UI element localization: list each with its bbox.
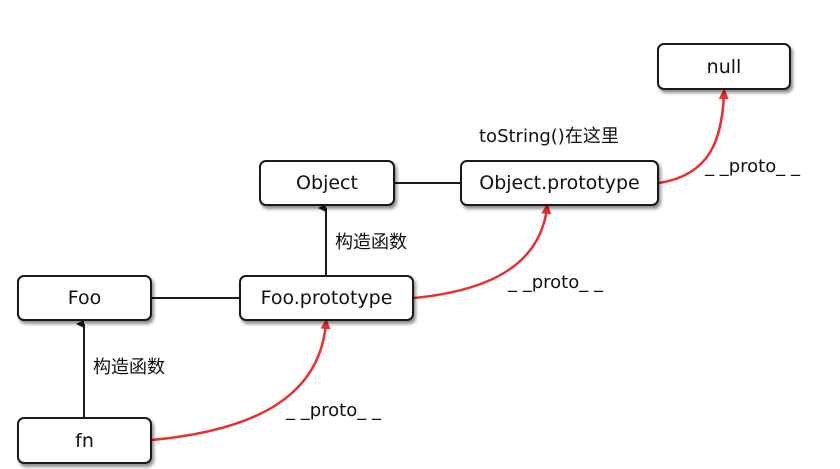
proto-label-fn: _ _proto_ _ [286,400,381,421]
node-object-prototype: Object.prototype [460,160,659,206]
constructor-label-foo-prototype: 构造函数 [335,232,407,253]
proto-arrow-object-prototype-to-null [658,88,729,185]
node-null: null [657,43,791,90]
tostring-note: toString()在这里 [479,126,619,147]
node-fn: fn [17,417,152,464]
node-foo-prototype: Foo.prototype [239,275,414,321]
constructor-label-fn: 构造函数 [93,357,165,378]
proto-label-foo-prototype: _ _proto_ _ [508,272,603,293]
proto-arrow-foo-prototype-to-object-prototype [413,203,552,300]
node-object: Object [259,160,395,206]
proto-label-object-prototype: _ _proto_ _ [705,156,800,177]
proto-arrow-fn-to-foo-prototype [151,318,331,442]
node-foo: Foo [17,275,152,321]
